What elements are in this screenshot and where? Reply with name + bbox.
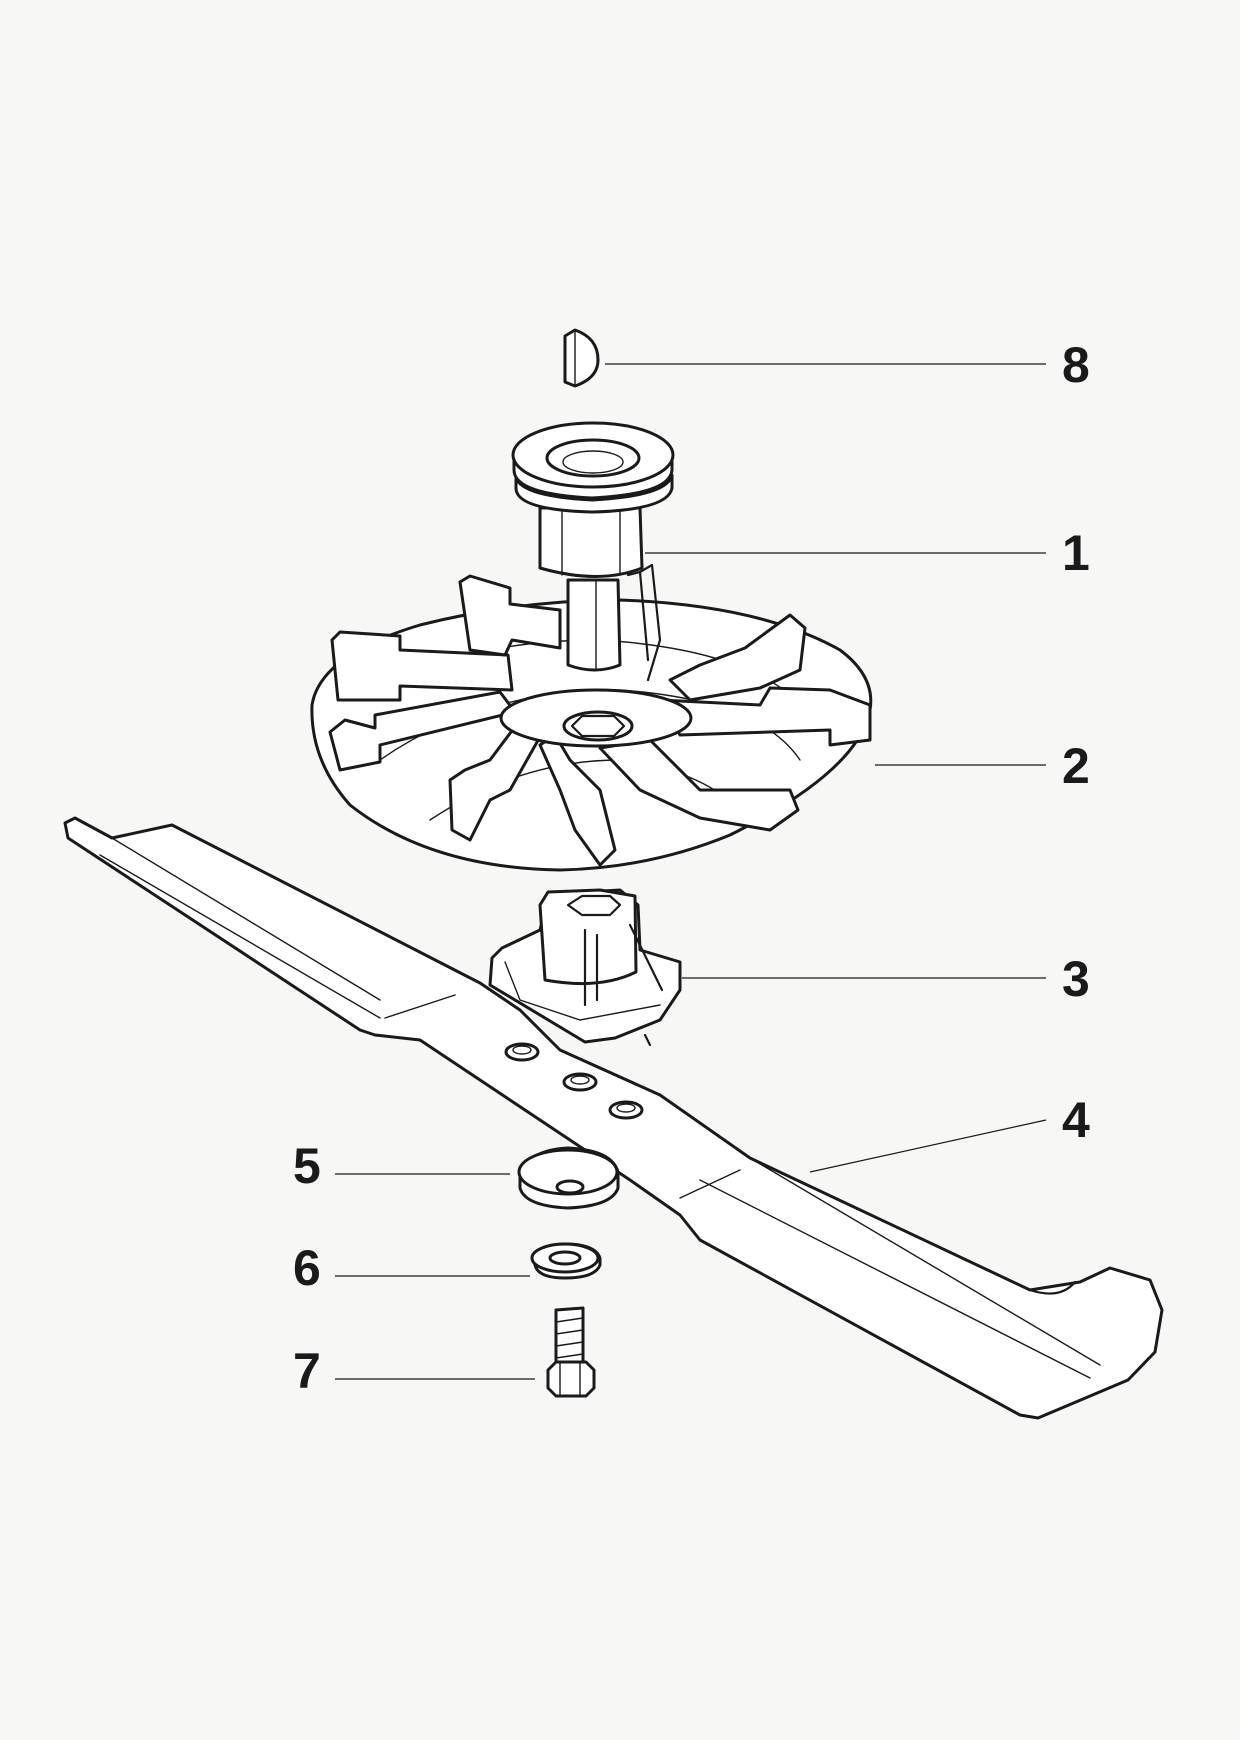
leader-lines bbox=[335, 363, 1047, 1380]
callout-8: 8 bbox=[1062, 337, 1090, 393]
callout-7: 7 bbox=[293, 1343, 321, 1399]
leader-4 bbox=[809, 1119, 1047, 1173]
cutting-blade bbox=[63, 816, 1164, 1420]
fan-impeller bbox=[310, 563, 873, 872]
callout-1: 1 bbox=[1062, 525, 1090, 581]
blade-hub bbox=[488, 888, 682, 1047]
blade-washer bbox=[517, 1146, 620, 1210]
callout-3: 3 bbox=[1062, 951, 1090, 1007]
callout-6: 6 bbox=[293, 1240, 321, 1296]
lock-washer bbox=[530, 1242, 602, 1280]
hex-bolt bbox=[546, 1306, 596, 1398]
callout-5: 5 bbox=[293, 1138, 321, 1194]
callout-2: 2 bbox=[1062, 738, 1090, 794]
blade-adapter-spindle bbox=[511, 421, 675, 672]
woodruff-key bbox=[563, 328, 600, 388]
callout-4: 4 bbox=[1062, 1092, 1090, 1148]
callout-labels: 8 1 2 3 4 5 6 7 bbox=[293, 337, 1090, 1399]
